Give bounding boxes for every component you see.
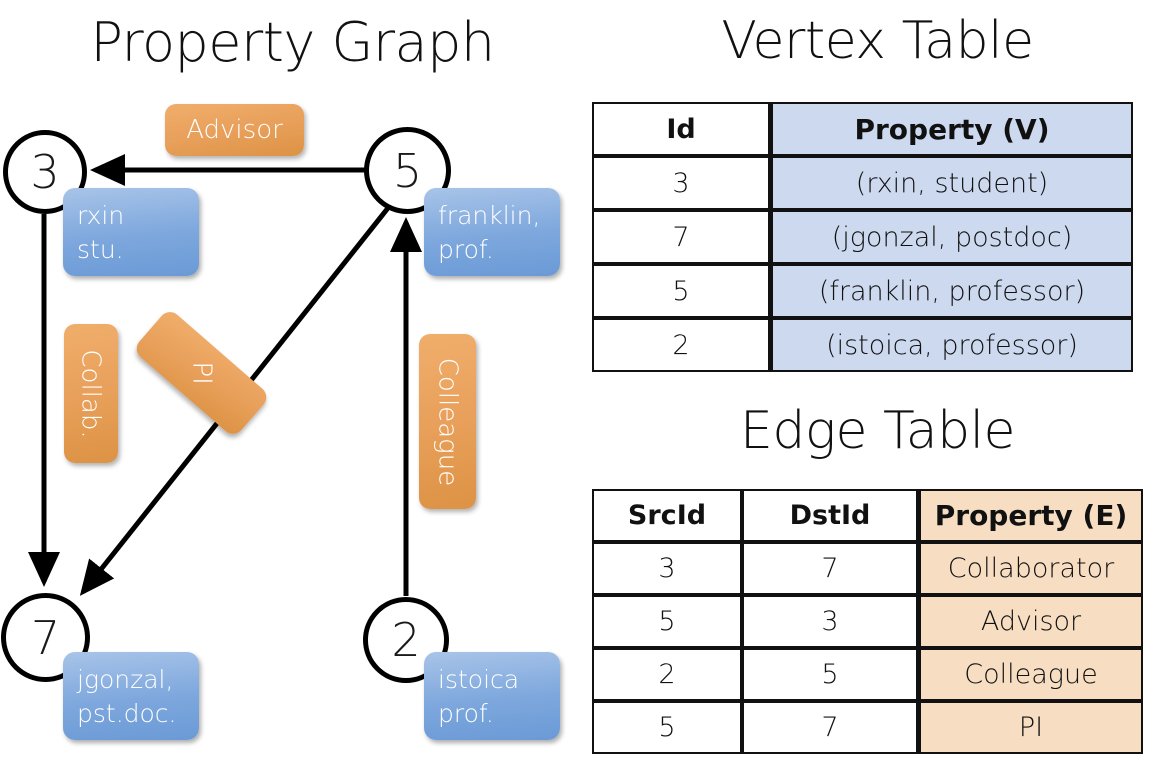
edge-row-3-src: 5 (592, 701, 742, 754)
edge-row-0-src: 3 (592, 542, 742, 595)
edge-row-2-src: 2 (592, 648, 742, 701)
edge-table-header-row: SrcId DstId Property (E) (592, 489, 1143, 542)
edge-label-advisor[interactable]: Advisor (165, 104, 304, 156)
table-row[interactable]: 3 7 Collaborator (592, 542, 1143, 595)
node-property-box-istoica[interactable]: istoica prof. (424, 652, 560, 740)
vertex-row-1-id: 7 (592, 210, 770, 264)
graph-node-5-label: 5 (392, 143, 423, 198)
edge-table-header-property: Property (E) (918, 489, 1143, 542)
graph-node-3-label: 3 (30, 145, 60, 199)
graph-node-5[interactable]: 5 (364, 127, 451, 214)
graph-node-2[interactable]: 2 (363, 597, 449, 683)
table-row[interactable]: 2 5 Colleague (592, 648, 1143, 701)
edge-row-2-property: Colleague (918, 648, 1143, 701)
property-graph-diagram: 3 5 7 2 rxin stu. franklin, prof. jgonza… (1, 104, 560, 740)
edge-row-2-dst: 5 (742, 648, 918, 701)
edge-label-collab-text: Collab. (76, 348, 106, 439)
vertex-row-3-id: 2 (592, 318, 770, 372)
table-row[interactable]: 3 (rxin, student) (592, 156, 1133, 210)
vertex-table-header-property: Property (V) (770, 102, 1133, 156)
node-property-box-franklin[interactable]: franklin, prof. (424, 188, 560, 276)
vertex-row-0-id: 3 (592, 156, 770, 210)
vertex-table-header-id: Id (592, 102, 770, 156)
page-title-property-graph: Property Graph (90, 11, 495, 74)
vertex-table: Id Property (V) 3 (rxin, student) 7 (jgo… (592, 102, 1133, 372)
table-row[interactable]: 2 (istoica, professor) (592, 318, 1133, 372)
graph-node-7-label: 7 (30, 610, 61, 665)
graph-node-2-label: 2 (391, 613, 421, 667)
table-row[interactable]: 5 3 Advisor (592, 595, 1143, 648)
edge-label-colleague[interactable]: Colleague (419, 334, 476, 509)
edge-row-1-src: 5 (592, 595, 742, 648)
edge-row-0-dst: 7 (742, 542, 918, 595)
vertex-row-2-property: (franklin, professor) (770, 264, 1133, 318)
edge-row-0-property: Collaborator (918, 542, 1143, 595)
edge-row-1-property: Advisor (918, 595, 1143, 648)
table-row[interactable]: 5 7 PI (592, 701, 1143, 754)
node-property-box-jgonzal[interactable]: jgonzal, pst.doc. (63, 652, 199, 740)
edge-label-colleague-text: Colleague (432, 357, 463, 486)
vertex-row-0-property: (rxin, student) (770, 156, 1133, 210)
page-title-edge-table: Edge Table (739, 401, 1016, 461)
edge-label-collab[interactable]: Collab. (64, 324, 118, 463)
edge-row-1-dst: 3 (742, 595, 918, 648)
edge-table: SrcId DstId Property (E) 3 7 Collaborato… (592, 489, 1143, 754)
vertex-row-1-property: (jgonzal, postdoc) (770, 210, 1133, 264)
table-row[interactable]: 7 (jgonzal, postdoc) (592, 210, 1133, 264)
node-property-box-rxin[interactable]: rxin stu. (63, 188, 199, 276)
vertex-table-header-row: Id Property (V) (592, 102, 1133, 156)
edge-label-advisor-text: Advisor (186, 115, 283, 145)
edge-row-3-dst: 7 (742, 701, 918, 754)
edge-label-pi-text: PI (186, 361, 217, 385)
edge-row-3-property: PI (918, 701, 1143, 754)
page-title-vertex-table: Vertex Table (721, 11, 1034, 71)
vertex-row-2-id: 5 (592, 264, 770, 318)
vertex-row-3-property: (istoica, professor) (770, 318, 1133, 372)
edge-table-header-dstid: DstId (742, 489, 918, 542)
edge-table-header-srcid: SrcId (592, 489, 742, 542)
table-row[interactable]: 5 (franklin, professor) (592, 264, 1133, 318)
